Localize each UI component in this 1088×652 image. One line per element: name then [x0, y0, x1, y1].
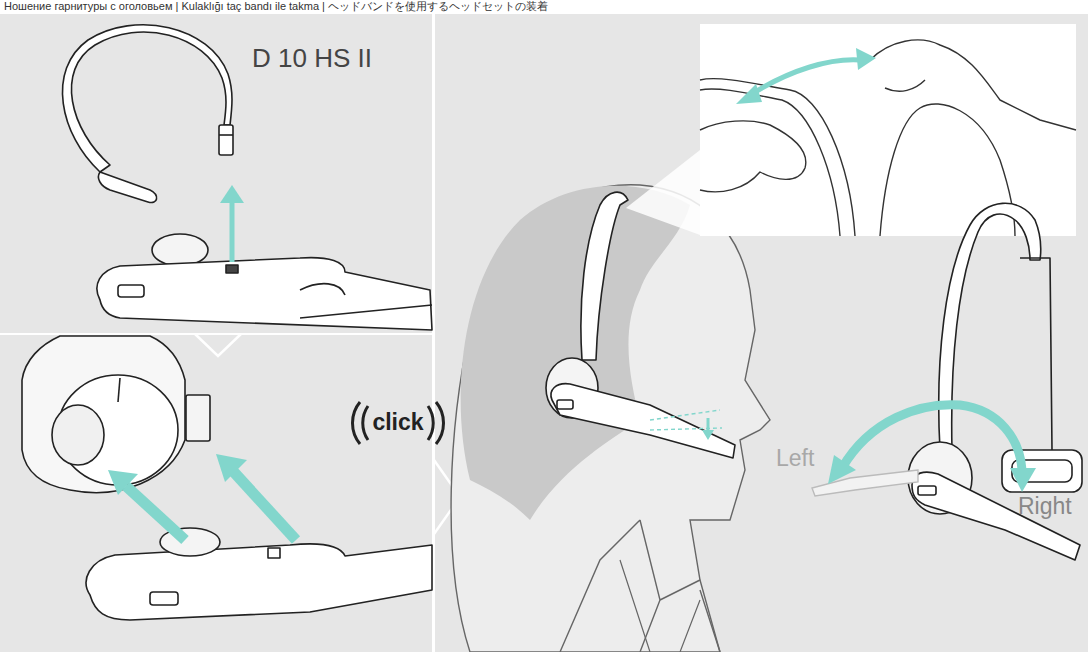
panel-notch [195, 334, 241, 356]
teal-arrow [232, 470, 296, 540]
socket [268, 548, 280, 558]
teal-arrowhead [736, 84, 762, 104]
headband-pad [98, 172, 156, 203]
click-text: click [372, 410, 423, 435]
direction-label: Right [1018, 494, 1072, 519]
band-line [880, 104, 1015, 236]
click-bracket [353, 402, 361, 444]
ear-cup-shell [22, 336, 185, 493]
teal-arrowhead [216, 454, 247, 482]
headband-pad [1002, 450, 1082, 492]
headband [62, 25, 233, 203]
head-outline [451, 185, 770, 652]
ear-cup-assembly [22, 336, 432, 620]
worn-boom [551, 384, 735, 458]
teal-arrowhead [108, 470, 138, 495]
headband-arc [62, 25, 232, 172]
boom-ghost [650, 410, 722, 430]
slider-button [557, 400, 573, 409]
ear-cup-socket [186, 395, 210, 441]
inset-frame [700, 24, 1076, 236]
model-name: D 10 HS II [252, 44, 372, 73]
teal-arrow [842, 405, 1022, 470]
headset-housing [86, 544, 432, 620]
boom-line [300, 305, 432, 318]
teal-arrow [230, 200, 235, 262]
clip-line [219, 134, 233, 136]
rotating-headset [908, 203, 1082, 560]
teal-arrowhead [220, 185, 244, 203]
ear-cup [152, 234, 208, 266]
right-hand [870, 40, 1076, 130]
teal-arrowhead [1010, 468, 1036, 492]
headband-clip [219, 125, 233, 155]
teal-arrowhead [702, 430, 714, 440]
ear-cup-mark [118, 378, 120, 402]
slider-button [918, 486, 936, 495]
band-line [700, 79, 855, 236]
worn-headband [581, 192, 628, 360]
teal-arrow [126, 486, 185, 540]
page-title: Ношение гарнитуры с оголовьем | Kulaklığ… [4, 0, 548, 12]
click-bracket [436, 402, 444, 444]
direction-label: Left [776, 446, 814, 471]
teal-arrow [707, 418, 710, 432]
hair [461, 186, 690, 520]
headset-housing [97, 258, 432, 330]
panel [0, 335, 432, 652]
band-stem [1020, 258, 1052, 450]
slider-button [118, 285, 144, 297]
teal-arrowhead [828, 455, 856, 484]
click-bracket [428, 406, 433, 440]
socket [226, 265, 238, 273]
housing-edge [300, 284, 345, 295]
boom-left-ghost [812, 470, 918, 496]
teal-arrow [752, 60, 860, 94]
click-bracket [363, 406, 368, 440]
panel [0, 14, 432, 333]
panel [435, 14, 1088, 652]
headset-body [97, 234, 432, 330]
band-line [700, 89, 840, 236]
boom-right [912, 472, 1080, 560]
teal-arrowhead [856, 48, 876, 70]
left-hand [700, 121, 806, 192]
zoom-wedge [626, 150, 700, 235]
ear-cup-center [52, 405, 104, 465]
shirt-lines [620, 560, 700, 652]
collar-and-tie [560, 520, 720, 652]
slider-button [150, 592, 178, 605]
